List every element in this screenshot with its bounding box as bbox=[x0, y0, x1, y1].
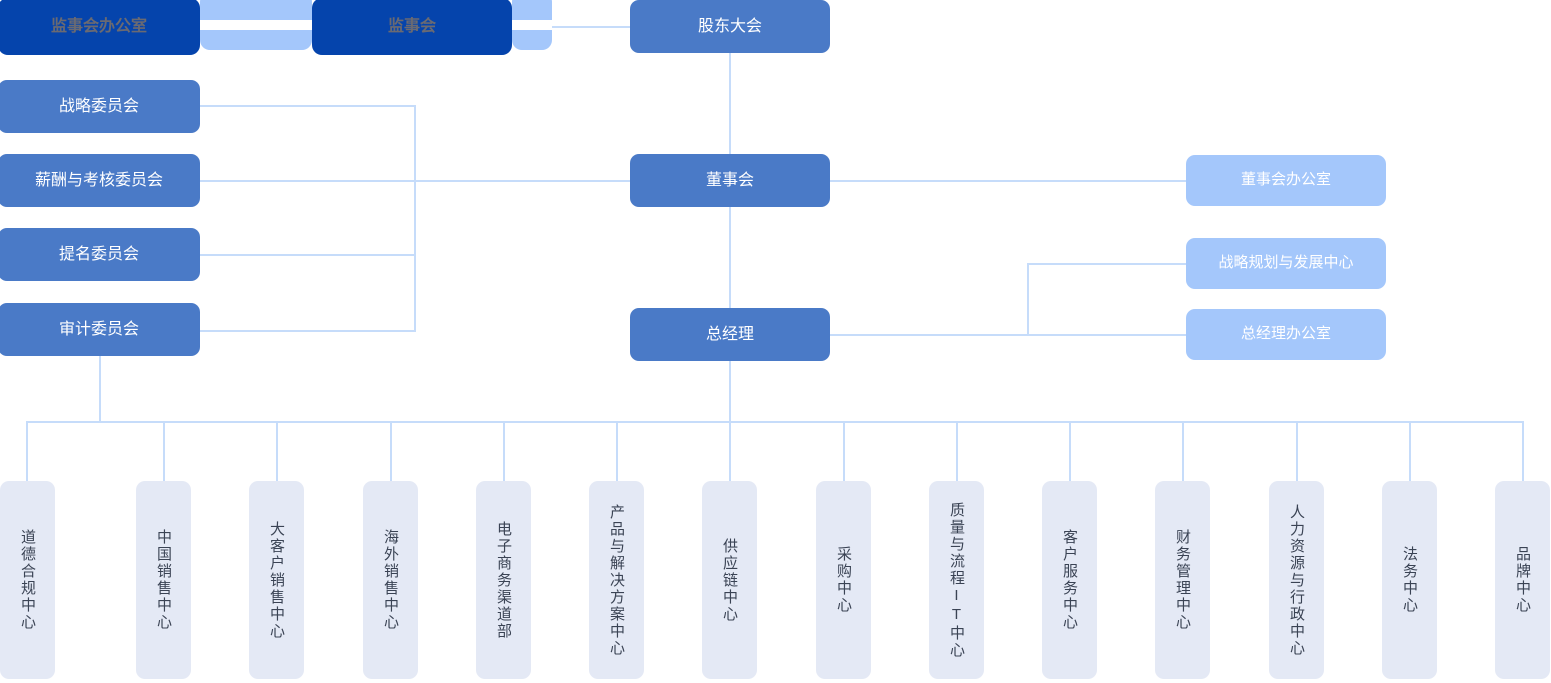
node-label: 道德合规中心 bbox=[19, 529, 36, 631]
node-label: 品牌中心 bbox=[1514, 546, 1531, 614]
node-label: 海外销售中心 bbox=[382, 529, 399, 631]
node-department-finance[interactable]: 财务管理中心 bbox=[1155, 481, 1210, 679]
connector-gm-to-departments bbox=[729, 361, 731, 422]
connector-drop-2 bbox=[276, 421, 278, 481]
node-label: 总经理办公室 bbox=[1240, 325, 1331, 343]
node-supervisory-board[interactable]: 监事会 bbox=[312, 0, 512, 55]
node-department-ecommerce-channel[interactable]: 电子商务渠道部 bbox=[476, 481, 531, 679]
connector-drop-5 bbox=[616, 421, 618, 481]
connector-gm-to-right-bus bbox=[830, 334, 1186, 336]
connector-drop-3 bbox=[390, 421, 392, 481]
node-label: 董事会 bbox=[705, 171, 754, 189]
node-department-legal[interactable]: 法务中心 bbox=[1382, 481, 1437, 679]
node-label: 人力资源与行政中心 bbox=[1288, 503, 1305, 657]
node-label: 法务中心 bbox=[1401, 546, 1418, 614]
connector-drop-1 bbox=[163, 421, 165, 481]
connector-drop-8 bbox=[956, 421, 958, 481]
node-label: 监事会办公室 bbox=[50, 17, 147, 35]
node-label: 股东大会 bbox=[697, 17, 762, 35]
node-general-manager[interactable]: 总经理 bbox=[630, 308, 830, 361]
connector-drop-0 bbox=[26, 421, 28, 481]
node-label: 质量与流程IT中心 bbox=[948, 501, 965, 659]
node-label: 战略规划与发展中心 bbox=[1218, 254, 1354, 272]
node-label: 供应链中心 bbox=[721, 537, 738, 623]
connector-drop-10 bbox=[1182, 421, 1184, 481]
connector-audit-to-ethics-vertical bbox=[99, 356, 101, 422]
node-label: 中国销售中心 bbox=[155, 529, 172, 631]
connector-drop-7 bbox=[843, 421, 845, 481]
connector-committee-4 bbox=[200, 330, 416, 332]
node-department-overseas-sales[interactable]: 海外销售中心 bbox=[363, 481, 418, 679]
node-department-key-account-sales[interactable]: 大客户销售中心 bbox=[249, 481, 304, 679]
node-department-supply-chain[interactable]: 供应链中心 bbox=[702, 481, 757, 679]
connector-committee-2 bbox=[200, 180, 416, 182]
connector-drop-4 bbox=[503, 421, 505, 481]
node-label: 总经理 bbox=[705, 325, 754, 343]
node-committee-strategy[interactable]: 战略委员会 bbox=[0, 80, 200, 133]
node-gm-office[interactable]: 总经理办公室 bbox=[1186, 309, 1386, 360]
connector-shareholders-to-board bbox=[729, 53, 731, 155]
node-department-procurement[interactable]: 采购中心 bbox=[816, 481, 871, 679]
node-department-product-solutions[interactable]: 产品与解决方案中心 bbox=[589, 481, 644, 679]
node-department-ethics-compliance[interactable]: 道德合规中心 bbox=[0, 481, 55, 679]
connector-committee-1 bbox=[200, 105, 416, 107]
node-committee-compensation[interactable]: 薪酬与考核委员会 bbox=[0, 154, 200, 207]
node-department-brand[interactable]: 品牌中心 bbox=[1495, 481, 1550, 679]
connector-supervisory-to-shareholders bbox=[552, 26, 632, 28]
node-committee-nomination[interactable]: 提名委员会 bbox=[0, 228, 200, 281]
node-board-of-directors[interactable]: 董事会 bbox=[630, 154, 830, 207]
node-label: 提名委员会 bbox=[58, 245, 139, 263]
node-strategy-planning-center[interactable]: 战略规划与发展中心 bbox=[1186, 238, 1386, 289]
connector-drop-13 bbox=[1522, 421, 1524, 481]
connector-committee-3 bbox=[200, 254, 416, 256]
node-label: 客户服务中心 bbox=[1061, 529, 1078, 631]
node-board-office[interactable]: 董事会办公室 bbox=[1186, 155, 1386, 206]
node-supervisory-office[interactable]: 监事会办公室 bbox=[0, 0, 200, 55]
connector-drop-9 bbox=[1069, 421, 1071, 481]
connector-board-to-gm bbox=[729, 207, 731, 308]
node-department-customer-service[interactable]: 客户服务中心 bbox=[1042, 481, 1097, 679]
node-committee-audit[interactable]: 审计委员会 bbox=[0, 303, 200, 356]
connector-drop-6 bbox=[729, 421, 731, 481]
node-department-china-sales[interactable]: 中国销售中心 bbox=[136, 481, 191, 679]
node-label: 大客户销售中心 bbox=[268, 520, 285, 640]
node-label: 战略委员会 bbox=[58, 97, 139, 115]
node-department-quality-process-it[interactable]: 质量与流程IT中心 bbox=[929, 481, 984, 679]
node-label: 薪酬与考核委员会 bbox=[34, 171, 163, 189]
node-shareholders-meeting[interactable]: 股东大会 bbox=[630, 0, 830, 53]
node-label: 电子商务渠道部 bbox=[495, 520, 512, 640]
connector-department-bus bbox=[26, 421, 1524, 423]
node-label: 采购中心 bbox=[835, 546, 852, 614]
node-label: 董事会办公室 bbox=[1240, 171, 1331, 189]
connector-right-bus-vertical bbox=[1027, 263, 1029, 335]
connector-committee-bus-to-board bbox=[414, 180, 630, 182]
connector-drop-11 bbox=[1296, 421, 1298, 481]
node-label: 财务管理中心 bbox=[1174, 529, 1191, 631]
node-label: 审计委员会 bbox=[58, 320, 139, 338]
connector-drop-12 bbox=[1409, 421, 1411, 481]
connector-committee-bus bbox=[414, 105, 416, 331]
node-label: 产品与解决方案中心 bbox=[608, 503, 625, 657]
node-label: 监事会 bbox=[387, 17, 436, 35]
connector-right-bus-to-strategy-center bbox=[1027, 263, 1186, 265]
connector-board-to-board-office bbox=[830, 180, 1186, 182]
node-department-hr-admin[interactable]: 人力资源与行政中心 bbox=[1269, 481, 1324, 679]
